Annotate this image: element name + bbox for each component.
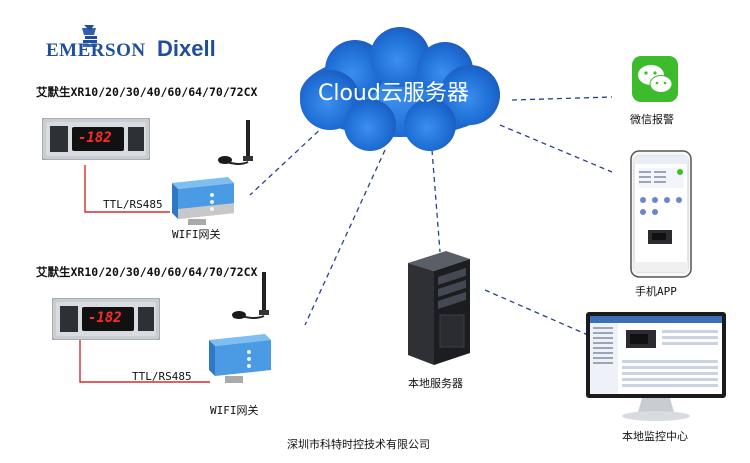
link-server-monitor (484, 289, 589, 336)
monitor-icon (586, 312, 726, 421)
emerson-logo: EMERSON (38, 22, 148, 62)
controller-2-display: -182 (88, 310, 122, 326)
controller-1-display: -182 (78, 130, 112, 146)
antenna-2-icon (232, 272, 269, 319)
gateway-2-label: WIFI网关 (210, 404, 259, 417)
server-icon (408, 251, 470, 365)
server-label: 本地服务器 (408, 377, 463, 390)
monitor-label: 本地监控中心 (622, 430, 688, 443)
link-ctl1-gw1 (84, 165, 170, 213)
link-cloud-server (431, 149, 441, 253)
controller-2: -182 (51, 297, 161, 341)
gateway-1-label: WIFI网关 (172, 228, 221, 241)
cloud-shape (300, 27, 500, 151)
link-1-label: TTL/RS485 (103, 198, 163, 211)
link-cloud-gateway2 (304, 149, 386, 326)
link-2-label: TTL/RS485 (132, 370, 192, 383)
gateway-2 (209, 334, 271, 383)
emerson-mark-icon (82, 25, 97, 47)
link-ctl2-gw2 (79, 335, 210, 383)
gateway-1 (172, 177, 234, 225)
company-footer: 深圳市科特时控技术有限公司 (287, 438, 430, 451)
dixell-logo: Dixell (157, 36, 216, 61)
wechat-icon (632, 56, 678, 102)
cloud-label: Cloud云服务器 (318, 81, 469, 106)
antenna-1-icon (218, 120, 253, 165)
link-cloud-phone (499, 124, 613, 173)
link-cloud-gateway1 (249, 124, 326, 196)
phone-label: 手机APP (635, 285, 677, 298)
link-cloud-wechat (511, 96, 613, 101)
controller-1-model: 艾默生XR10/20/30/40/60/64/70/72CX (36, 85, 258, 99)
wechat-label: 微信报警 (630, 113, 674, 126)
controller-2-model: 艾默生XR10/20/30/40/60/64/70/72CX (36, 265, 258, 279)
controller-1: -182 (41, 117, 151, 161)
phone-icon (630, 150, 692, 278)
